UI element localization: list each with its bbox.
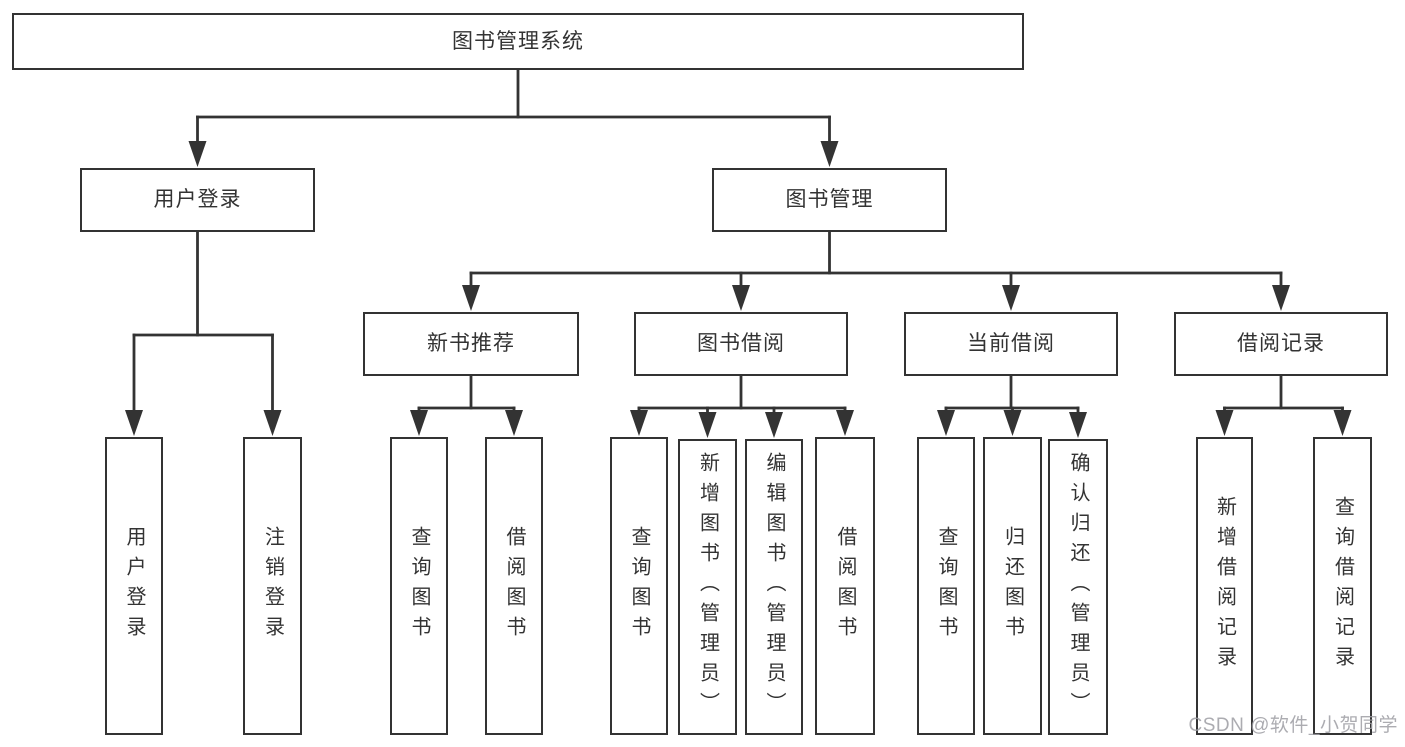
node-op-borrow-book-2: 借阅图书 [815,437,875,735]
watermark: CSDN @软件_小贺同学 [1188,715,1398,736]
arrowhead-op-query-borrow-record [1333,410,1352,436]
arrowhead-user-login [188,141,207,167]
node-user-login: 用户登录 [80,168,315,232]
node-op-confirm-return: 确认归还（管理员） [1048,439,1108,735]
node-op-query-books-1: 查询图书 [390,437,448,735]
arrowhead-op-borrow-book-1 [505,410,523,436]
arrowhead-book-borrow [732,285,750,311]
node-root: 图书管理系统 [12,13,1024,70]
arrowhead-op-add-borrow-record [1215,410,1234,436]
arrowhead-op-return-book [1003,410,1022,436]
node-op-user-login: 用户登录 [105,437,163,735]
arrowhead-op-user-login [125,410,143,436]
node-op-logout: 注销登录 [243,437,302,735]
node-op-query-books-2: 查询图书 [610,437,668,735]
arrowhead-op-logout [263,410,282,436]
arrowhead-op-query-books-3 [937,410,955,436]
arrowhead-op-borrow-book-2 [836,410,854,436]
arrowhead-borrow-records [1272,285,1290,311]
node-current-borrow: 当前借阅 [904,312,1118,376]
node-op-edit-book: 编辑图书（管理员） [745,439,803,735]
arrowhead-op-confirm-return [1069,412,1087,438]
arrowhead-current-borrow [1002,285,1020,311]
arrowhead-op-query-books-2 [630,410,648,436]
arrowhead-book-mgmt [820,141,839,167]
arrowhead-new-book-rec [462,285,480,311]
arrowhead-op-edit-book [765,412,783,438]
node-op-borrow-book-1: 借阅图书 [485,437,543,735]
arrowhead-op-add-book [698,412,717,438]
node-op-return-book: 归还图书 [983,437,1042,735]
node-new-book-rec: 新书推荐 [363,312,579,376]
node-op-add-book: 新增图书（管理员） [678,439,737,735]
node-book-borrow: 图书借阅 [634,312,848,376]
node-book-mgmt: 图书管理 [712,168,947,232]
arrowhead-op-query-books-1 [410,410,428,436]
node-op-query-borrow-record: 查询借阅记录 [1313,437,1372,735]
node-borrow-records: 借阅记录 [1174,312,1388,376]
node-op-query-books-3: 查询图书 [917,437,975,735]
node-op-add-borrow-record: 新增借阅记录 [1196,437,1253,735]
